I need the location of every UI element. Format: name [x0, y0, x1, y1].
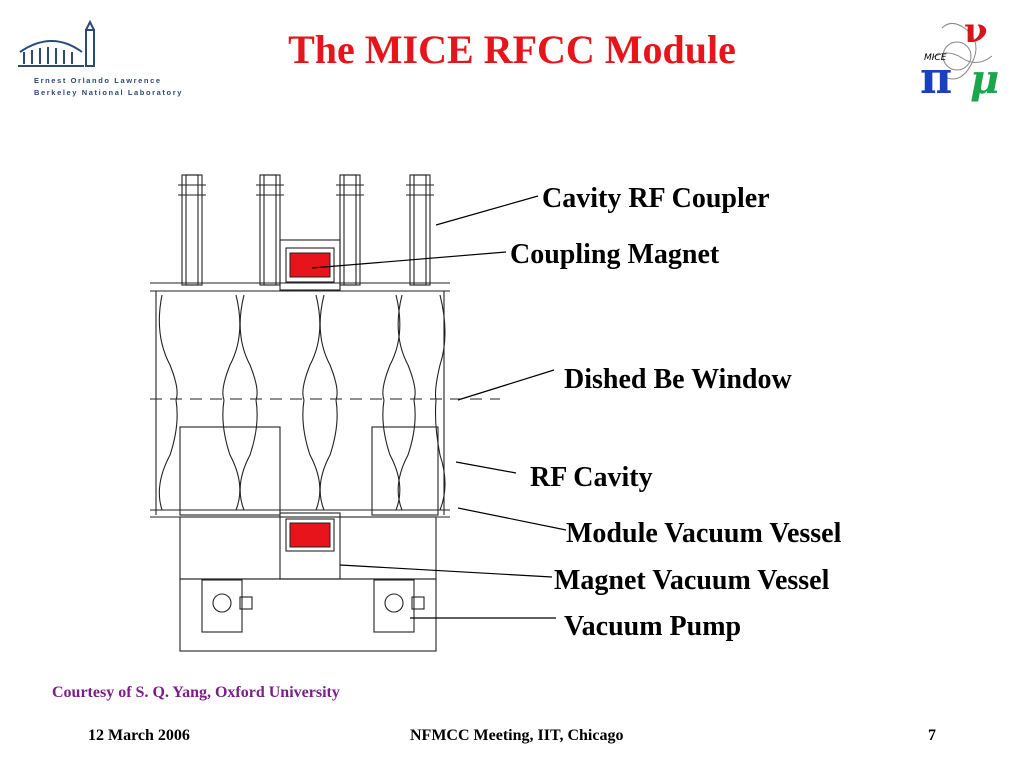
lab-name-line1: Ernest Orlando Lawrence	[34, 76, 162, 85]
callout-module-vacuum-vessel: Module Vacuum Vessel	[566, 518, 842, 549]
rf-coupler-tubes	[178, 174, 434, 286]
mice-logo: ν π μ MICE	[912, 8, 1012, 108]
courtesy-note: Courtesy of S. Q. Yang, Oxford Universit…	[52, 684, 340, 701]
callout-magnet-vacuum-vessel: Magnet Vacuum Vessel	[554, 565, 830, 596]
upper-coupling-magnet	[289, 252, 331, 278]
mice-label: MICE	[924, 53, 947, 63]
footer-date: 12 March 2006	[88, 727, 190, 744]
callout-vacuum-pump: Vacuum Pump	[564, 611, 742, 642]
building-icon	[18, 19, 95, 67]
callout-coupling-magnet: Coupling Magnet	[510, 239, 720, 270]
footer-page-number: 7	[928, 727, 936, 744]
rfcc-drawing	[150, 174, 500, 652]
callout-cavity-rf-coupler: Cavity RF Coupler	[542, 183, 770, 214]
lower-coupling-magnet	[289, 522, 331, 548]
berkeley-lab-logo: Ernest Orlando Lawrence Berkeley Nationa…	[12, 12, 202, 102]
footer-event: NFMCC Meeting, IIT, Chicago	[410, 727, 624, 744]
mice-mu-glyph: μ	[970, 56, 999, 103]
callout-rf-cavity: RF Cavity	[530, 462, 653, 493]
callout-dished-be-window: Dished Be Window	[564, 364, 792, 395]
mice-nu-glyph: ν	[964, 11, 988, 51]
mice-pi-glyph: π	[920, 53, 952, 104]
rfcc-module-diagram	[140, 165, 570, 660]
slide-title: The MICE RFCC Module	[288, 27, 736, 72]
lab-name-line2: Berkeley National Laboratory	[34, 88, 184, 97]
